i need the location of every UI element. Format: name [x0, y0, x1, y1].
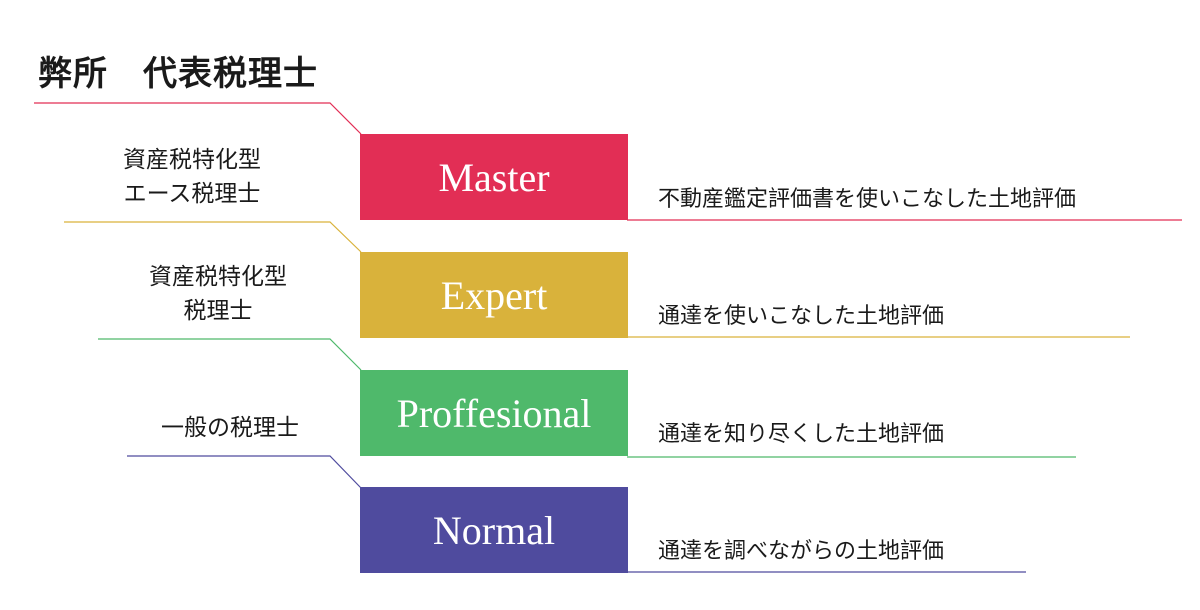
- level-name: Proffesional: [396, 390, 592, 436]
- diagram-title: 弊所 代表税理士: [38, 54, 318, 94]
- connector-expert-left: [64, 221, 362, 253]
- level-box-expert: Expert: [360, 252, 628, 338]
- level-description-master: 不動産鑑定評価書を使いこなした土地評価: [658, 187, 1077, 212]
- level-name: Master: [438, 154, 550, 200]
- level-description-normal: 通達を調べながらの土地評価: [658, 539, 945, 564]
- left-label-specialist: 資産税特化型 税理士: [68, 260, 368, 328]
- level-description-professional: 通達を知り尽くした土地評価: [658, 422, 945, 447]
- left-label-line: 税理士: [183, 298, 253, 324]
- level-name: Normal: [432, 507, 556, 553]
- level-box-master: Master: [360, 134, 628, 220]
- connector-professional-left: [98, 338, 362, 371]
- left-label-general: 一般の税理士: [80, 411, 380, 445]
- left-label-line: 資産税特化型: [123, 147, 261, 173]
- level-box-normal: Normal: [360, 487, 628, 573]
- connector-normal-left: [127, 455, 362, 489]
- left-label-line: 資産税特化型: [149, 264, 287, 290]
- connector-master-left: [34, 102, 362, 135]
- left-label-ace: 資産税特化型 エース税理士: [42, 143, 342, 211]
- level-box-professional: Proffesional: [360, 370, 628, 456]
- level-description-expert: 通達を使いこなした土地評価: [658, 304, 945, 329]
- left-label-line: 一般の税理士: [161, 415, 299, 441]
- left-label-line: エース税理士: [123, 181, 261, 207]
- level-name: Expert: [440, 272, 548, 318]
